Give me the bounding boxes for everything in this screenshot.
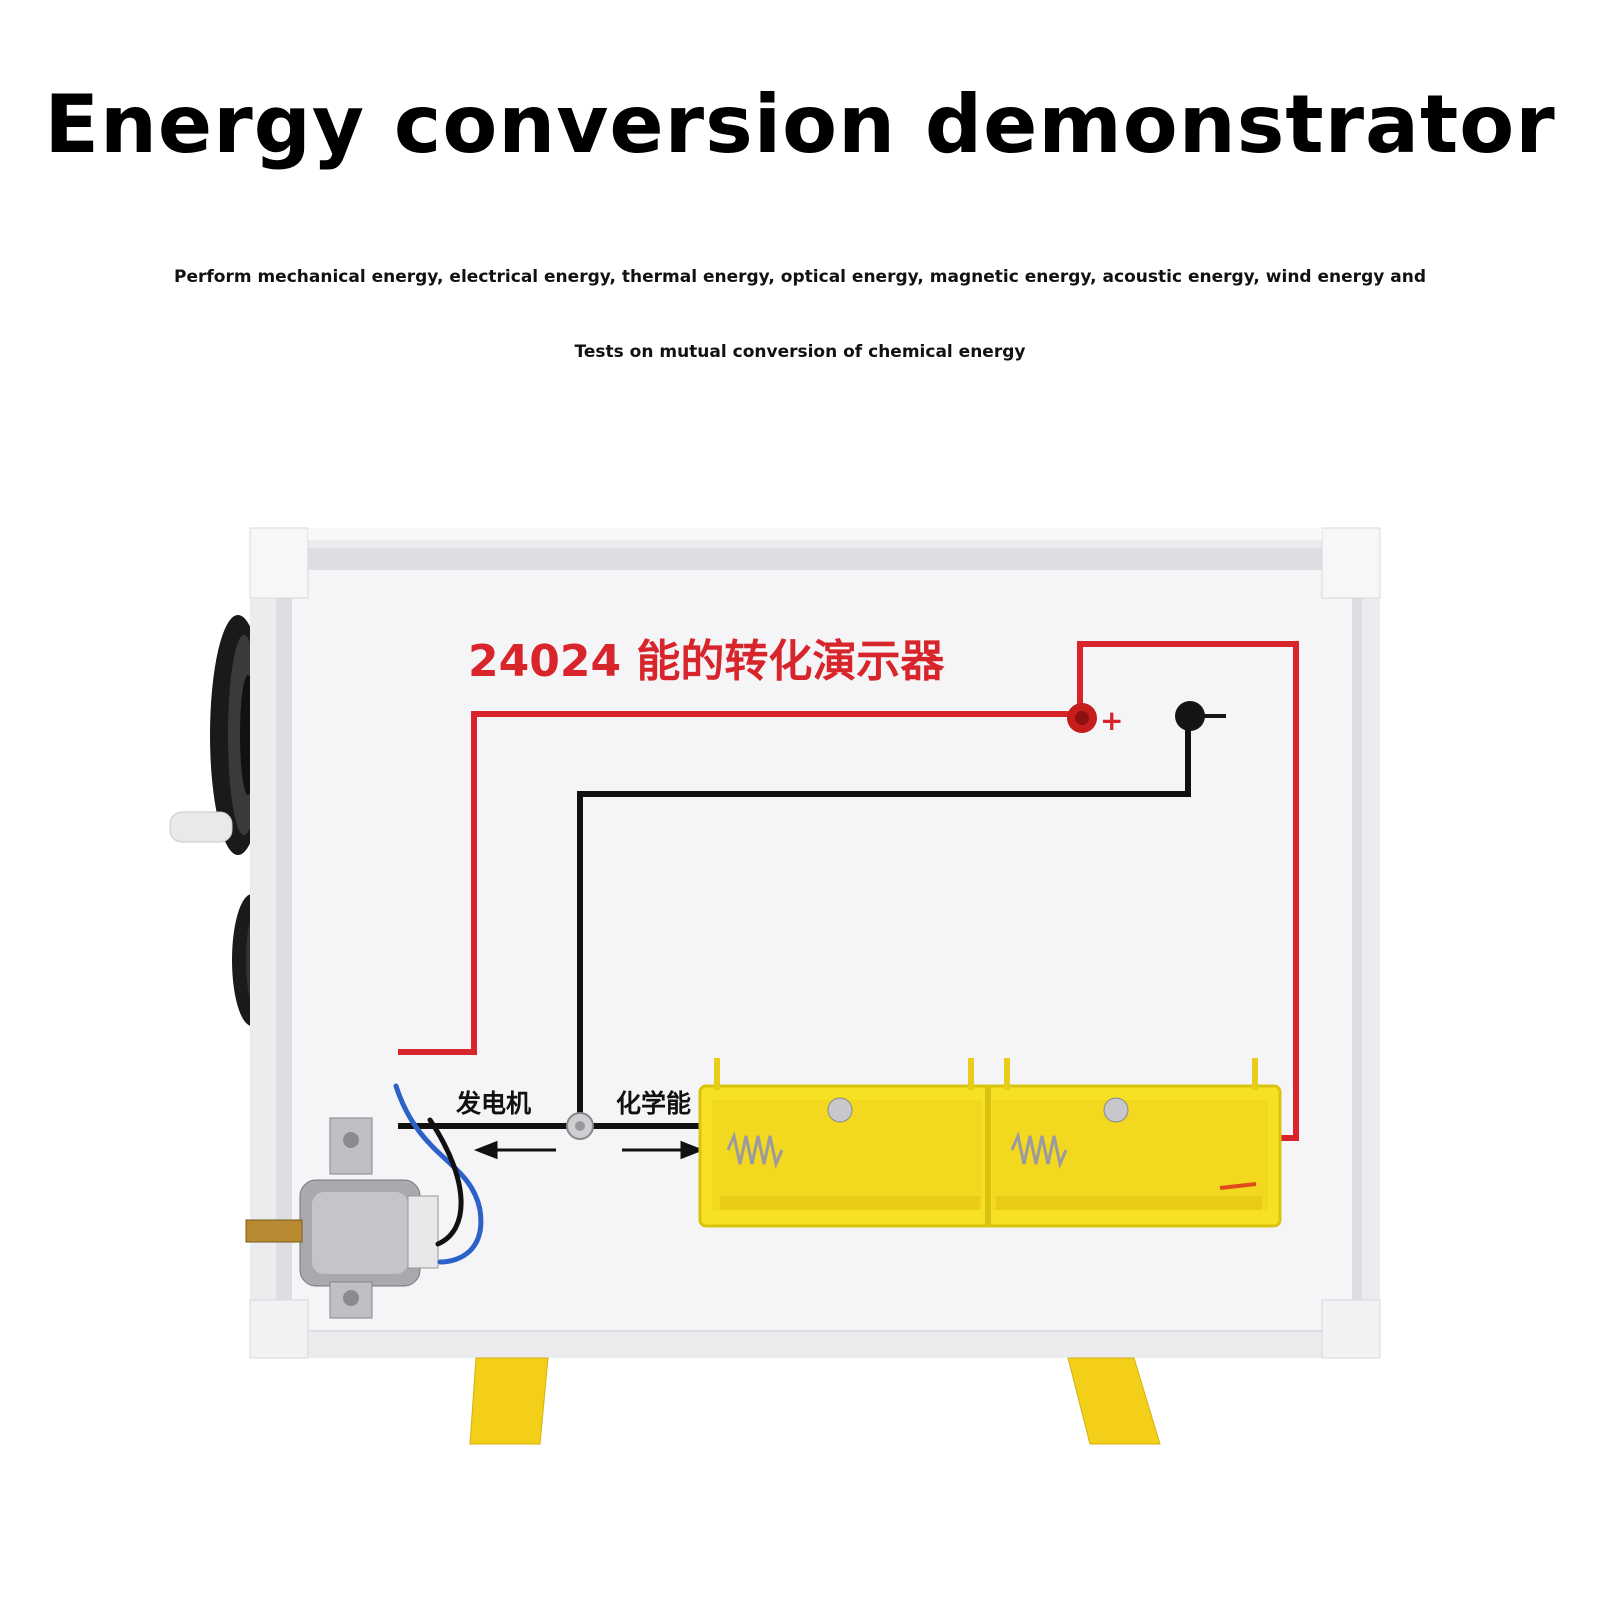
stand-legs — [469, 1357, 1161, 1445]
black-terminal — [1175, 701, 1226, 731]
red-terminal — [1067, 703, 1097, 733]
board-title-label: 24024 能的转化演示器 — [468, 636, 945, 687]
page-title: Energy conversion demonstrator — [44, 78, 1556, 171]
plus-sign-label: + — [1100, 704, 1123, 737]
direction-arrows — [473, 1140, 705, 1160]
subtitle-line-2: Tests on mutual conversion of chemical e… — [574, 342, 1026, 362]
black-circuit-line — [398, 720, 1191, 1129]
battery-holder — [698, 1058, 1282, 1228]
generator-label: 发电机 — [455, 1089, 531, 1118]
subtitle-line-1: Perform mechanical energy, electrical en… — [174, 267, 1426, 287]
motor-wires — [393, 1083, 484, 1265]
chemical-energy-label: 化学能 — [616, 1089, 691, 1118]
generator-motor — [245, 1117, 439, 1319]
switch-knob — [566, 1112, 594, 1140]
